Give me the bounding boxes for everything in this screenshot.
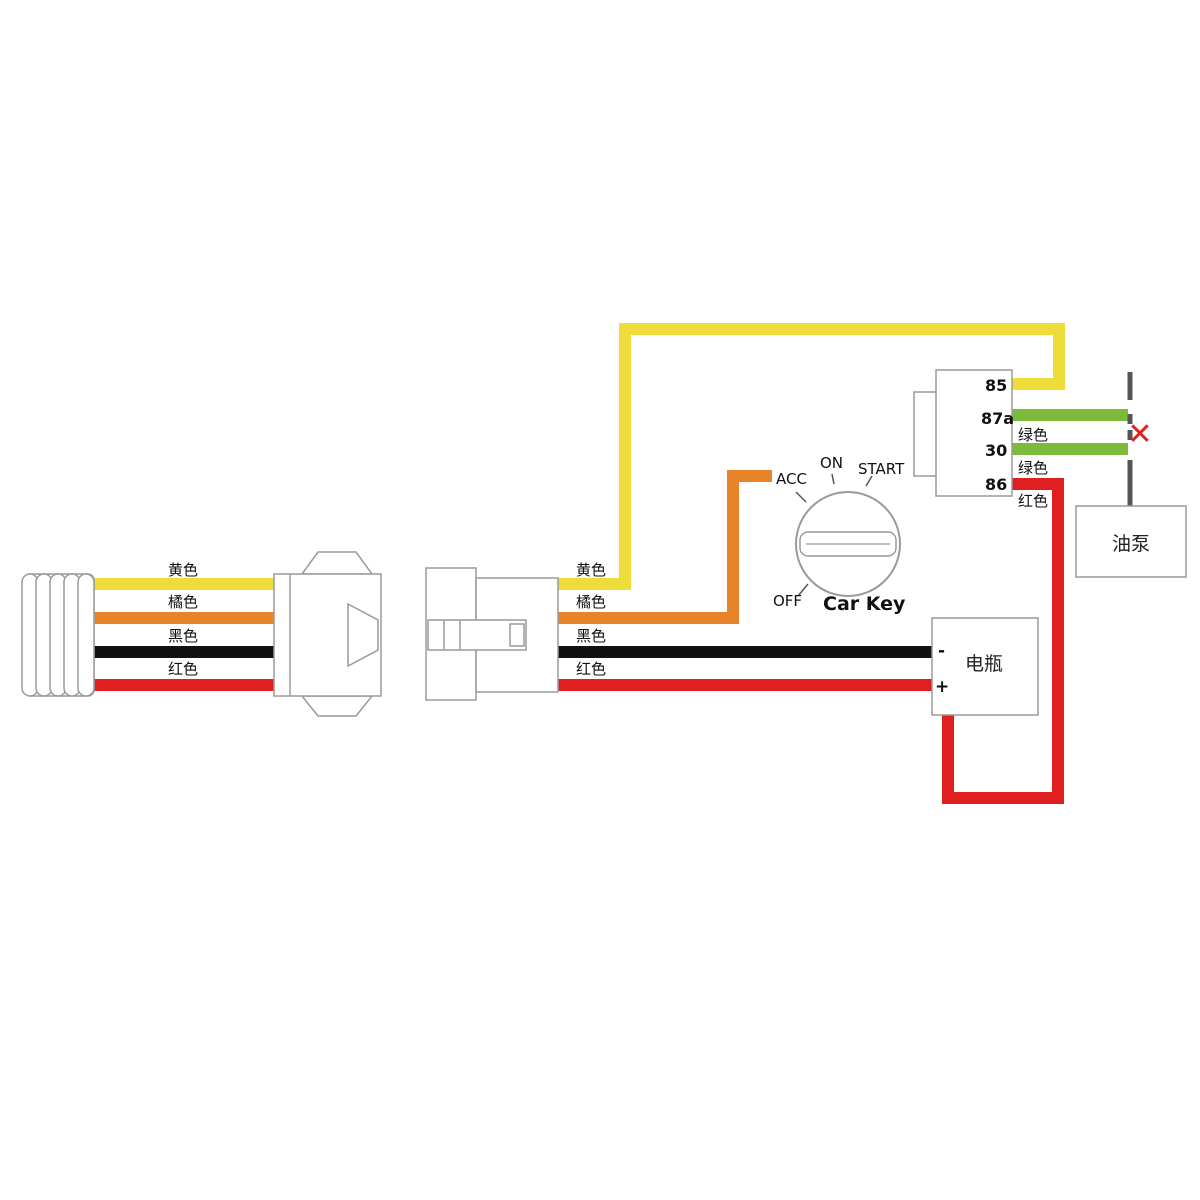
cut-mark-icon: ✕ xyxy=(1127,417,1152,452)
ignition-acc-label: ACC xyxy=(776,470,807,488)
left-red-wire xyxy=(92,679,274,691)
right-label-yellow: 黄色 xyxy=(576,561,606,579)
relay-86-red-wire xyxy=(942,478,1064,804)
left-label-orange: 橘色 xyxy=(168,593,198,611)
left-yellow-wire xyxy=(92,578,274,590)
right-label-black: 黑色 xyxy=(576,627,606,645)
right-red-wire xyxy=(557,679,933,691)
cable-end xyxy=(21,573,95,697)
relay-label-green-1: 绿色 xyxy=(1018,426,1048,444)
left-plug-connector xyxy=(273,551,382,717)
left-orange-wire xyxy=(92,612,274,624)
relay-label-red: 红色 xyxy=(1018,492,1048,510)
left-label-black: 黑色 xyxy=(168,627,198,645)
battery-box xyxy=(931,617,1039,716)
fuel-pump-box xyxy=(1075,505,1187,578)
relay-pin-30: 30 xyxy=(985,441,1007,460)
ignition-start-label: START xyxy=(858,460,905,478)
relay xyxy=(913,369,1013,497)
battery-minus: - xyxy=(938,641,945,661)
right-yellow-wire xyxy=(557,323,1065,590)
relay-pin-87a: 87a xyxy=(981,409,1014,428)
relay-30-green-wire xyxy=(1012,443,1128,455)
ignition-switch xyxy=(795,473,901,597)
left-label-red: 红色 xyxy=(168,660,198,678)
right-black-wire xyxy=(557,646,933,658)
right-label-red: 红色 xyxy=(576,660,606,678)
battery-label: 电瓶 xyxy=(965,653,1003,675)
fuel-pump-label: 油泵 xyxy=(1112,533,1150,555)
relay-pin-86: 86 xyxy=(985,475,1007,494)
relay-87a-green-wire xyxy=(1012,409,1128,421)
right-label-orange: 橘色 xyxy=(576,593,606,611)
ignition-on-label: ON xyxy=(820,454,843,472)
right-orange-wire xyxy=(557,470,772,624)
left-label-yellow: 黄色 xyxy=(168,561,198,579)
relay-pin-85: 85 xyxy=(985,376,1007,395)
battery-plus: + xyxy=(935,677,949,697)
car-key-title: Car Key xyxy=(823,593,906,615)
left-black-wire xyxy=(92,646,274,658)
right-socket-connector xyxy=(425,567,559,701)
relay-label-green-2: 绿色 xyxy=(1018,459,1048,477)
ignition-off-label: OFF xyxy=(773,592,802,610)
